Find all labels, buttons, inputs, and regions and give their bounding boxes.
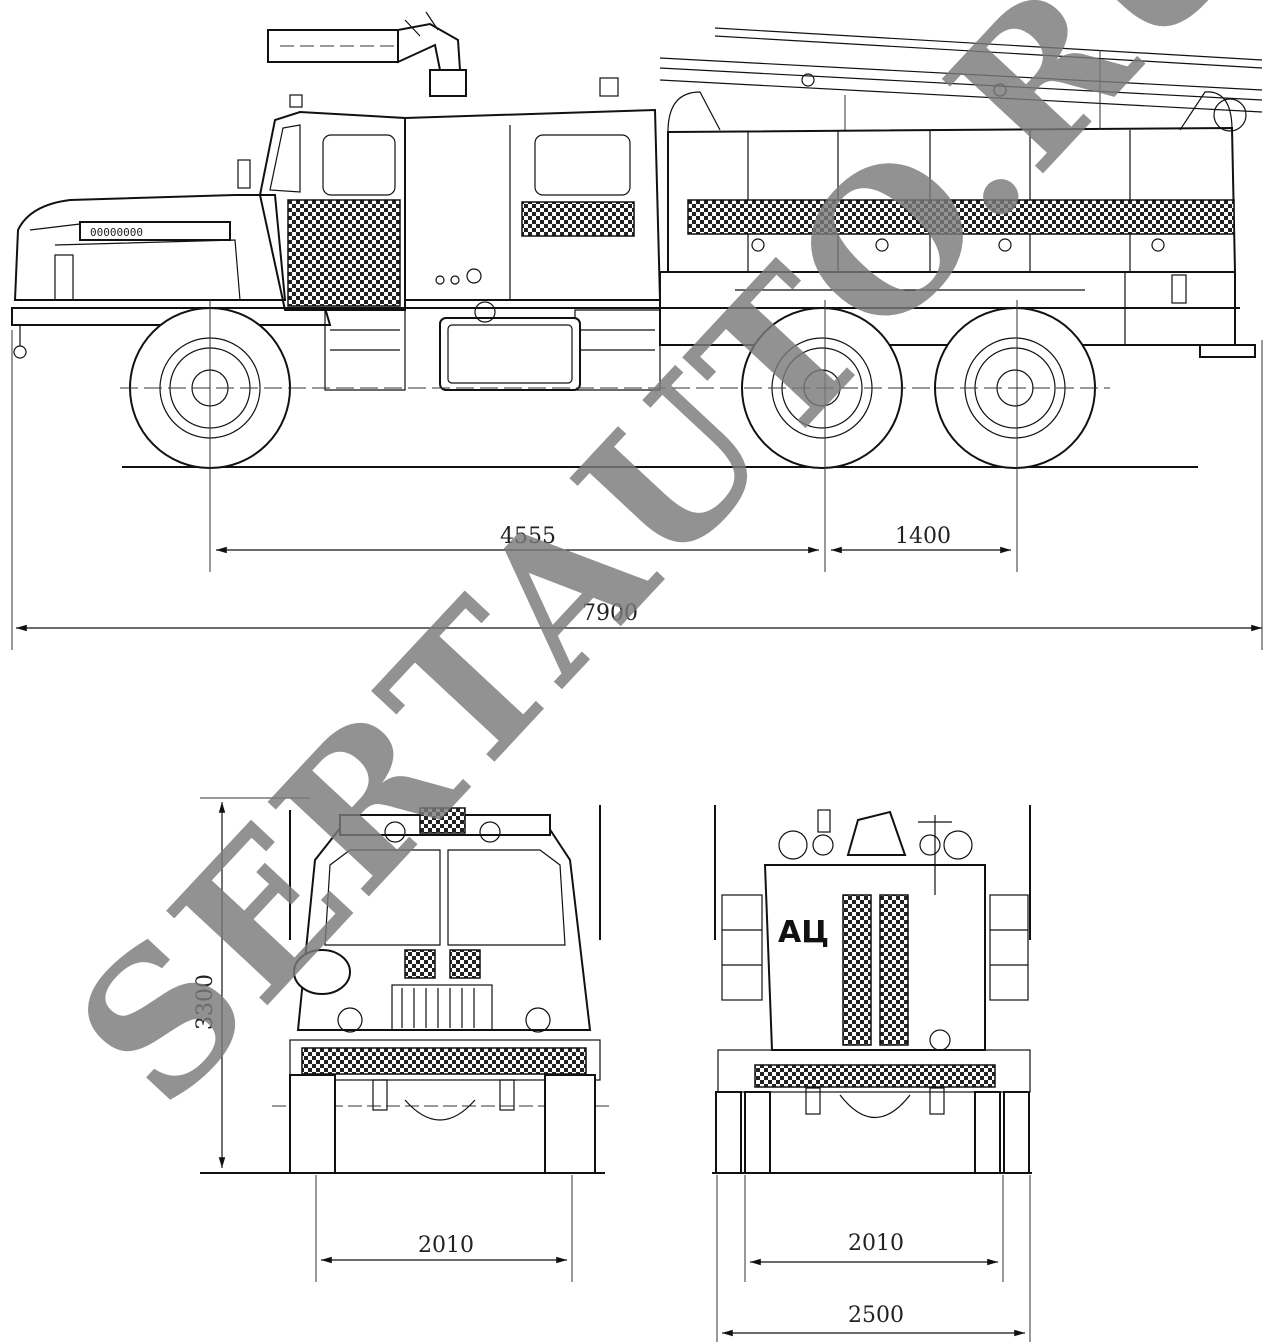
model-plate-text: 00000000	[90, 226, 143, 239]
rear-center-grate-right	[879, 894, 909, 1046]
watermark-text: SERTAUTO.RU	[35, 0, 1266, 1146]
dim-front-track: 2010	[418, 1233, 474, 1258]
water-tank	[667, 91, 1237, 273]
front-bumper-grate	[301, 1047, 587, 1075]
dim-wheelbase-front: 4555	[500, 524, 556, 549]
rear-center-grate-left	[842, 894, 872, 1046]
dim-overall-length: 7900	[582, 601, 638, 626]
searchlight	[293, 949, 351, 995]
dim-height: 3300	[193, 974, 218, 1030]
rear-view: АЦ	[712, 805, 1032, 1342]
cab-side-grate	[287, 199, 401, 307]
rear-bumper-grate	[754, 1064, 996, 1088]
dim-rear-track: 2010	[848, 1231, 904, 1256]
grille-plate	[79, 221, 231, 241]
crew-cab-grate	[521, 201, 635, 237]
rear-tank-label: АЦ	[778, 915, 829, 950]
roof-ladder	[659, 27, 1263, 132]
tank-side-grate	[687, 199, 1235, 235]
hood	[13, 194, 287, 301]
side-view: 00000000	[11, 11, 1263, 650]
fuel-tank	[439, 317, 581, 391]
dim-wheelbase-rear: 1400	[895, 524, 951, 549]
front-view: 3300 2010	[193, 797, 612, 1282]
roof-water-cannon	[267, 11, 467, 97]
rear-tank-outline	[763, 864, 986, 1051]
dim-overall-width: 2500	[848, 1303, 904, 1328]
